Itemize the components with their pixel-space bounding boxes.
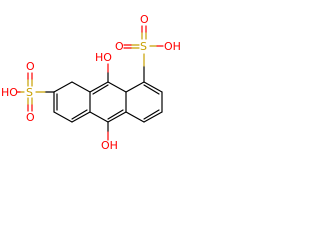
hydroxyl-label: OH — [164, 40, 181, 53]
hydroxyl-label-top: HO — [95, 51, 112, 64]
structure-diagram: S OH O O S HO O O HO OH — [0, 0, 213, 162]
bond — [143, 81, 163, 93]
bond — [143, 111, 163, 123]
bond — [71, 81, 91, 93]
bond — [143, 109, 160, 120]
bond — [125, 81, 145, 93]
bond — [53, 111, 73, 123]
bond — [107, 109, 124, 120]
bond — [107, 111, 127, 123]
bond — [89, 81, 109, 93]
oxygen-atom-label: O — [115, 40, 124, 53]
bond — [107, 81, 127, 93]
bond — [89, 111, 109, 123]
oxygen-atom-label: O — [140, 13, 149, 26]
sulfonic-group-left: S HO O O — [1, 60, 35, 124]
oxygen-atom-label: O — [26, 60, 35, 73]
bond — [125, 111, 145, 123]
sulfonic-group-right: S OH O O — [115, 13, 181, 53]
carbon-skeleton — [53, 81, 163, 123]
hydroxyl-label-bottom: OH — [101, 139, 118, 152]
hydroxyl-label: HO — [1, 86, 18, 99]
bond — [71, 111, 91, 123]
bond — [143, 84, 160, 95]
molecule-svg: S OH O O S HO O O HO OH — [1, 13, 181, 152]
bond — [92, 84, 109, 95]
substituent-bonds — [35, 53, 145, 141]
sulfur-atom-label: S — [26, 86, 33, 99]
sulfur-atom-label: S — [140, 40, 147, 53]
oxygen-atom-label: O — [26, 111, 35, 124]
bond — [53, 81, 73, 93]
bond — [71, 109, 88, 120]
